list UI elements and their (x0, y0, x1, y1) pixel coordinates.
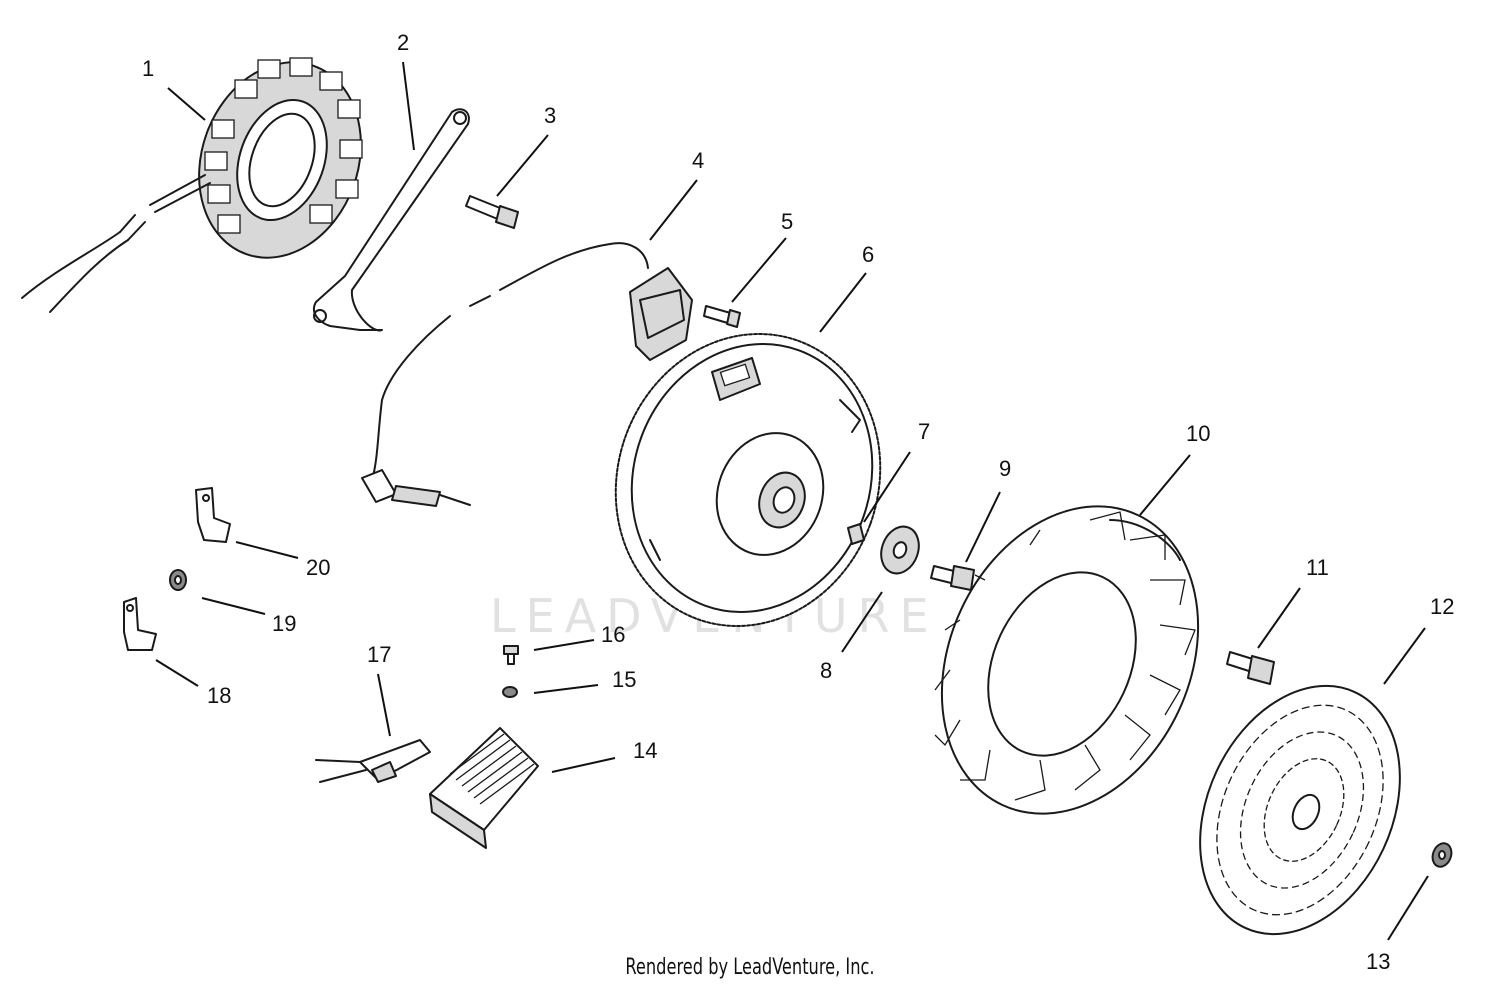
part-2-bracket (312, 108, 470, 332)
part-15-nut (502, 686, 518, 698)
callout-6: 6 (819, 242, 874, 333)
part-5-screw (703, 305, 741, 328)
callout-12: 12 (1383, 594, 1454, 685)
part-8-washer (880, 525, 920, 575)
callout-2: 2 (397, 30, 415, 151)
callout-label-15: 15 (612, 667, 636, 692)
part-17-connector (315, 739, 431, 783)
callout-label-2: 2 (397, 30, 409, 55)
callout-label-3: 3 (544, 103, 556, 128)
callout-7: 7 (863, 419, 930, 523)
part-16-screw (503, 645, 519, 665)
part-20-clamp (195, 487, 231, 543)
callout-14: 14 (551, 738, 657, 773)
part-18-clamp (123, 597, 157, 651)
part-4-ignition-module (361, 242, 693, 507)
callout-label-20: 20 (306, 555, 330, 580)
part-3-screw (465, 195, 519, 229)
callout-17: 17 (367, 642, 391, 737)
callout-16: 16 (533, 622, 625, 651)
part-12-screen (1199, 684, 1401, 936)
part-6-flywheel (614, 332, 882, 628)
callout-15: 15 (533, 667, 636, 694)
callout-label-19: 19 (272, 611, 296, 636)
callout-11: 11 (1257, 555, 1329, 649)
part-9-bolt (930, 565, 975, 591)
part-7-key (847, 523, 865, 545)
callout-label-5: 5 (781, 209, 793, 234)
callout-label-9: 9 (999, 456, 1011, 481)
callout-label-12: 12 (1430, 594, 1454, 619)
callout-10: 10 (1139, 421, 1210, 516)
part-13-nut (1431, 842, 1453, 868)
part-14-rectifier (429, 727, 539, 849)
part-19-nut (169, 569, 187, 591)
part-11-bolt (1226, 651, 1275, 685)
callout-20: 20 (235, 541, 330, 580)
callout-label-13: 13 (1366, 949, 1390, 974)
footer-credit: Rendered by LeadVenture, Inc. (625, 955, 875, 980)
callout-18: 18 (155, 659, 231, 708)
callout-3: 3 (496, 103, 556, 197)
callout-label-4: 4 (692, 148, 704, 173)
callout-label-10: 10 (1186, 421, 1210, 446)
callout-label-17: 17 (367, 642, 391, 667)
callout-5: 5 (731, 209, 793, 303)
callout-13: 13 (1366, 875, 1429, 974)
callout-label-1: 1 (142, 56, 154, 81)
callout-label-6: 6 (862, 242, 874, 267)
callout-4: 4 (649, 148, 704, 241)
callout-1: 1 (142, 56, 206, 121)
part-1-stator (21, 57, 363, 313)
callout-label-18: 18 (207, 683, 231, 708)
callout-9: 9 (965, 456, 1011, 563)
callout-label-14: 14 (633, 738, 657, 763)
callout-label-11: 11 (1306, 555, 1329, 580)
callout-19: 19 (201, 597, 296, 636)
callout-label-7: 7 (918, 419, 930, 444)
part-10-fan (934, 505, 1200, 815)
callout-label-8: 8 (820, 658, 832, 683)
callout-8: 8 (820, 591, 883, 683)
callout-label-16: 16 (601, 622, 625, 647)
